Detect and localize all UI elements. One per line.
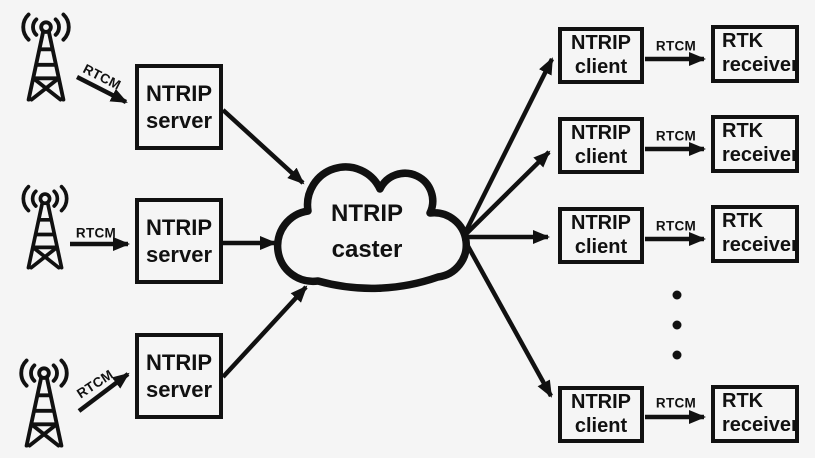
ntrip-client-label-line1: NTRIP [571,31,631,54]
ntrip-client-box-2: NTRIP client [558,117,644,174]
rtk-receiver-label-line1: RTK [722,120,764,143]
radio-tower-icon [21,12,71,102]
ntrip-server-label-line2: server [145,377,213,402]
rtcm-label-row1: RTCM [655,38,697,54]
rtk-receiver-box-4: RTK receiver [711,385,799,443]
ntrip-client-label-line2: client [574,55,628,78]
ntrip-server-label-line1: NTRIP [146,349,212,375]
ntrip-client-box-1: NTRIP client [558,27,644,84]
arrow-server3-to-caster [221,285,308,379]
ntrip-server-label-line2: server [145,108,213,133]
ntrip-server-box-2: NTRIP server [135,198,223,284]
ntrip-client-label-line1: NTRIP [571,121,631,144]
ntrip-client-label-line2: client [574,145,628,168]
rtk-receiver-box-2: RTK receiver [711,115,799,173]
rtk-receiver-label-line1: RTK [722,390,764,413]
rtcm-label-row3: RTCM [655,218,697,234]
ntrip-server-label-line1: NTRIP [146,214,212,240]
arrow-caster-to-client2 [462,150,551,238]
ntrip-client-box-3: NTRIP client [558,207,644,264]
ntrip-server-label-line2: server [145,242,213,267]
ntrip-client-label-line2: client [574,235,628,258]
arrow-server1-to-caster [221,108,305,185]
rtk-receiver-label-line2: receiver [722,234,799,256]
ntrip-server-box-1: NTRIP server [135,64,223,150]
rtk-receiver-box-1: RTK receiver [711,25,799,83]
ntrip-caster-label-line1: NTRIP [331,200,403,227]
rtk-receiver-box-3: RTK receiver [711,205,799,263]
ntrip-server-box-3: NTRIP server [135,333,223,419]
arrow-antenna3-to-server3 [77,372,130,413]
ntrip-client-box-4: NTRIP client [558,386,644,443]
arrow-caster-to-client1 [461,57,555,237]
ntrip-caster-label-line2: caster [331,236,403,263]
rtk-receiver-label-line1: RTK [722,210,764,233]
rtk-receiver-label-line2: receiver [722,54,799,76]
rtk-receiver-label-line2: receiver [722,414,799,436]
rtcm-label-antenna2: RTCM [75,225,117,241]
ntrip-caster-label: NTRIP caster [294,194,440,270]
arrow-antenna1-to-server1 [75,74,128,105]
arrow-caster-to-client4 [462,237,553,398]
rtcm-label-row4: RTCM [655,395,697,411]
ntrip-client-label-line2: client [574,414,628,437]
continuation-dots [672,290,682,360]
rtk-receiver-label-line1: RTK [722,30,764,53]
radio-tower-icon [21,184,69,270]
ntrip-client-label-line1: NTRIP [571,390,631,413]
rtcm-label-row2: RTCM [655,128,697,144]
radio-tower-icon [19,358,69,448]
ntrip-server-label-line1: NTRIP [146,80,212,106]
ntrip-client-label-line1: NTRIP [571,211,631,234]
cloud-shape [273,163,470,293]
rtk-receiver-label-line2: receiver [722,144,799,166]
